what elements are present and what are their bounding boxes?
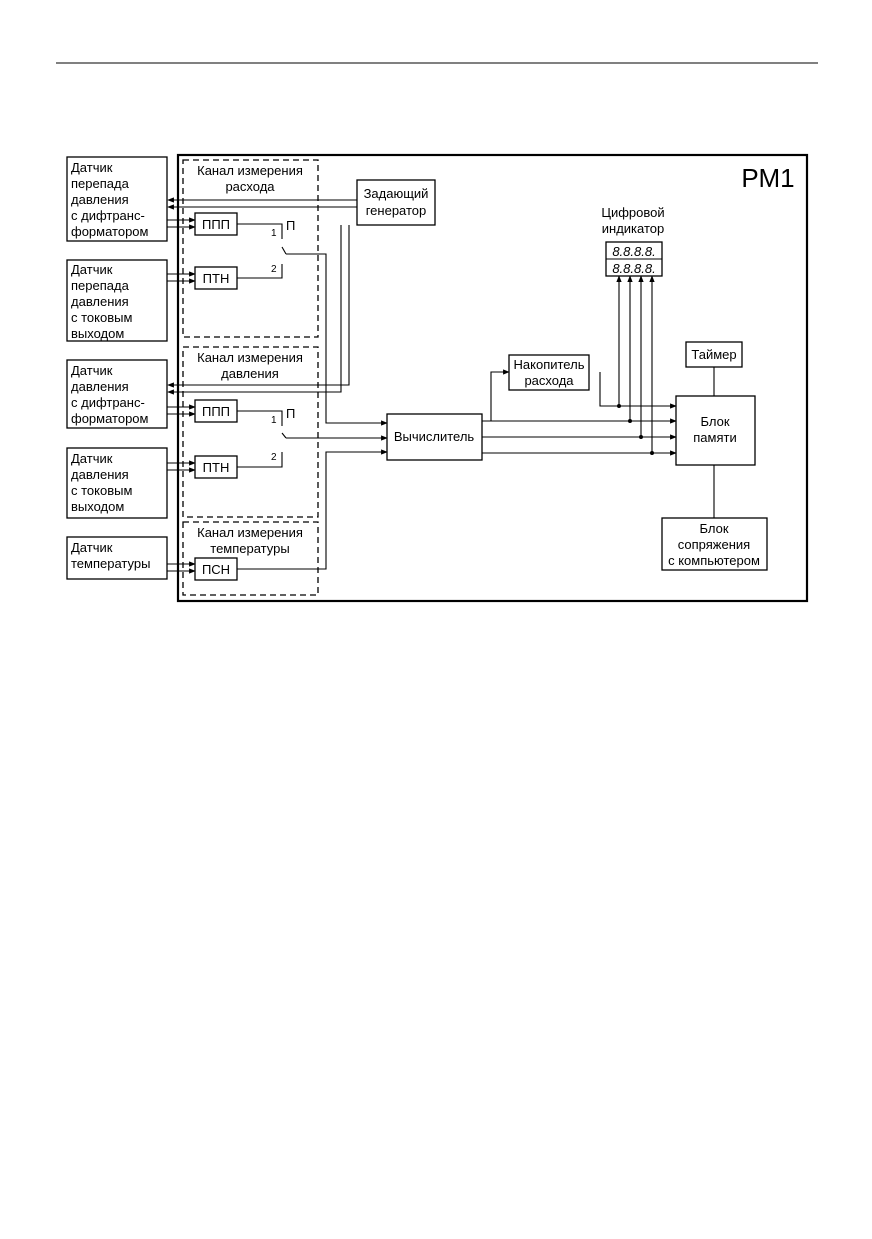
- interface-line-1: Блок: [699, 521, 728, 536]
- switch-pressure-name: П: [286, 406, 295, 421]
- sensor-4-line-2: давления: [71, 467, 129, 482]
- indicator-row-1: 8.8.8.8.: [612, 244, 655, 259]
- sensor-box-2: [66, 259, 168, 342]
- temp-out: [237, 449, 388, 570]
- junction-dot: [628, 419, 632, 423]
- junction-dot: [639, 435, 643, 439]
- accumulator-line-1: Накопитель: [514, 357, 585, 372]
- channel-temperature-frame: [182, 521, 319, 596]
- channel-pressure-frame: [182, 346, 319, 518]
- switch-flow-name: П: [286, 218, 295, 233]
- indicator-title-2: индикатор: [602, 221, 664, 236]
- junction-dot: [617, 404, 621, 408]
- sensor-1-line-4: с дифтранс-: [71, 208, 145, 223]
- sensor-2-line-4: с токовым: [71, 310, 132, 325]
- channel-temperature-title-2: температуры: [210, 541, 289, 556]
- sensor-box-4: [66, 447, 168, 519]
- ptn-pressure-label: ПТН: [203, 460, 230, 475]
- generator-line-2: генератор: [366, 203, 427, 218]
- calculator-label: Вычислитель: [394, 429, 475, 444]
- generator-box: [356, 179, 436, 226]
- channel-temperature-title-1: Канал измерения: [197, 525, 303, 540]
- connections: [167, 197, 715, 574]
- press-ppp-out: [237, 410, 283, 426]
- accum-mem: [599, 372, 677, 409]
- sensor-5-line-2: температуры: [71, 556, 150, 571]
- sensor-5-line-1: Датчик: [71, 540, 113, 555]
- press-ptn-out: [237, 452, 283, 468]
- sensor-3-line-3: с дифтранс-: [71, 395, 145, 410]
- sensor-box-1: [66, 156, 168, 242]
- memory-line-1: Блок: [700, 414, 729, 429]
- gen-feed-4: [167, 225, 342, 395]
- flow-switch-arm: [281, 246, 287, 255]
- sensor-1-line-3: давления: [71, 192, 129, 207]
- switch-pressure-pos1: 1: [271, 415, 277, 426]
- sensor-1-line-5: форматором: [71, 224, 149, 239]
- calc-accum: [490, 369, 510, 421]
- ppp-pressure-label: ППП: [202, 404, 230, 419]
- flow-ptn-out: [237, 264, 283, 279]
- indicator-title-1: Цифровой: [601, 205, 664, 220]
- channel-pressure-title-2: давления: [221, 366, 279, 381]
- switch-flow-pos2: 2: [271, 264, 277, 275]
- flow-ppp-out: [237, 223, 283, 239]
- junction-dot: [650, 451, 654, 455]
- device-title: РМ1: [741, 163, 794, 193]
- sensor-2-line-5: выходом: [71, 326, 124, 341]
- accumulator-line-2: расхода: [524, 373, 574, 388]
- calculator-box: [386, 413, 483, 461]
- sensor-1-line-2: перепада: [71, 176, 130, 191]
- sensor-2-line-3: давления: [71, 294, 129, 309]
- sensor-2-line-1: Датчик: [71, 262, 113, 277]
- interface-box: [661, 517, 768, 571]
- sensor-1-line-1: Датчик: [71, 160, 113, 175]
- sensor-2-line-2: перепада: [71, 278, 130, 293]
- junction-dots: [617, 404, 654, 455]
- channel-flow-title-2: расхода: [225, 179, 275, 194]
- press-switch-arm: [281, 432, 287, 439]
- interface-line-2: сопряжения: [678, 537, 750, 552]
- accumulator-box: [508, 354, 590, 391]
- ppp-flow-label: ППП: [202, 217, 230, 232]
- sensor-4-line-3: с токовым: [71, 483, 132, 498]
- sensor-3-line-2: давления: [71, 379, 129, 394]
- switch-flow-pos1: 1: [271, 228, 277, 239]
- ptn-flow-label: ПТН: [203, 271, 230, 286]
- sensor-4-line-4: выходом: [71, 499, 124, 514]
- psn-label: ПСН: [202, 562, 230, 577]
- memory-line-2: памяти: [693, 430, 736, 445]
- switch-pressure-pos2: 2: [271, 452, 277, 463]
- indicator-row-2: 8.8.8.8.: [612, 261, 655, 276]
- generator-line-1: Задающий: [364, 186, 429, 201]
- sensor-3-line-1: Датчик: [71, 363, 113, 378]
- channel-flow-title-1: Канал измерения: [197, 163, 303, 178]
- sensor-box-5: [66, 536, 168, 580]
- sensor-3-line-4: форматором: [71, 411, 149, 426]
- gen-feed-3: [167, 225, 350, 388]
- interface-line-3: с компьютером: [668, 553, 760, 568]
- sensor-4-line-1: Датчик: [71, 451, 113, 466]
- flow-switch-out: [286, 253, 388, 426]
- device-frame: [176, 153, 809, 603]
- channel-pressure-title-1: Канал измерения: [197, 350, 303, 365]
- timer-label: Таймер: [691, 347, 736, 362]
- sensor-box-3: [66, 359, 168, 429]
- memory-box: [675, 395, 756, 466]
- channel-flow-frame: [182, 159, 319, 338]
